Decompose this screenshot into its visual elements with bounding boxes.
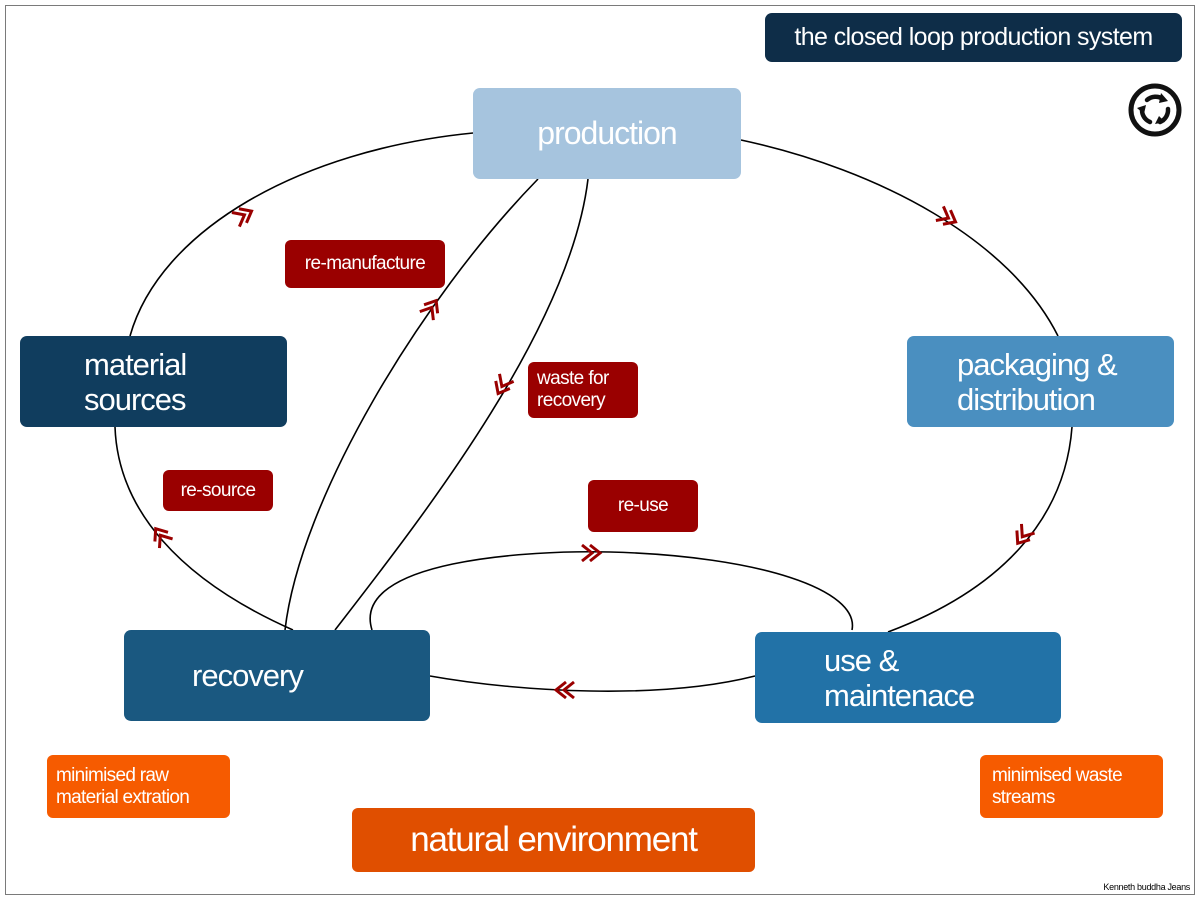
env-natural-environment: natural environment bbox=[352, 808, 755, 872]
link-use-to-recovery bbox=[429, 675, 756, 692]
arrow-chevron-icon bbox=[553, 680, 575, 700]
flow-label-re-use: re-use bbox=[588, 480, 698, 532]
link-reuse-top bbox=[369, 550, 854, 631]
link-material-to-production bbox=[129, 132, 474, 337]
arrow-chevron-icon bbox=[935, 205, 958, 226]
flow-label-re-source: re-source bbox=[163, 470, 273, 511]
node-use-maintenance[interactable]: use & maintenace bbox=[755, 632, 1061, 723]
node-material-sources[interactable]: material sources bbox=[20, 336, 287, 427]
author-credit: Kenneth buddha Jeans bbox=[1103, 882, 1190, 892]
arrow-chevron-icon bbox=[494, 373, 515, 396]
flow-label-waste-for-recovery: waste for recovery bbox=[528, 362, 638, 418]
node-packaging-distribution[interactable]: packaging & distribution bbox=[907, 336, 1174, 427]
env-minimised-raw-extraction: minimised raw material extration bbox=[47, 755, 230, 818]
recycle-loop-icon bbox=[1128, 83, 1182, 137]
arrow-chevron-icon bbox=[419, 298, 440, 321]
link-recovery-to-material bbox=[114, 426, 294, 631]
arrow-chevron-icon bbox=[1015, 523, 1036, 546]
arrow-chevron-icon bbox=[581, 543, 603, 563]
flow-label-re-manufacture: re-manufacture bbox=[285, 240, 445, 288]
link-remanufacture bbox=[284, 178, 539, 631]
env-minimised-waste-streams: minimised waste streams bbox=[980, 755, 1163, 818]
diagram-title: the closed loop production system bbox=[765, 13, 1182, 62]
diagram-frame bbox=[5, 5, 1195, 895]
link-waste-for-recovery bbox=[334, 178, 589, 631]
link-production-to-packaging bbox=[740, 139, 1059, 337]
arrow-chevron-icon bbox=[153, 526, 174, 549]
arrow-chevron-icon bbox=[231, 207, 254, 228]
node-production[interactable]: production bbox=[473, 88, 741, 179]
link-packaging-to-use bbox=[887, 426, 1073, 633]
node-recovery[interactable]: recovery bbox=[124, 630, 430, 721]
